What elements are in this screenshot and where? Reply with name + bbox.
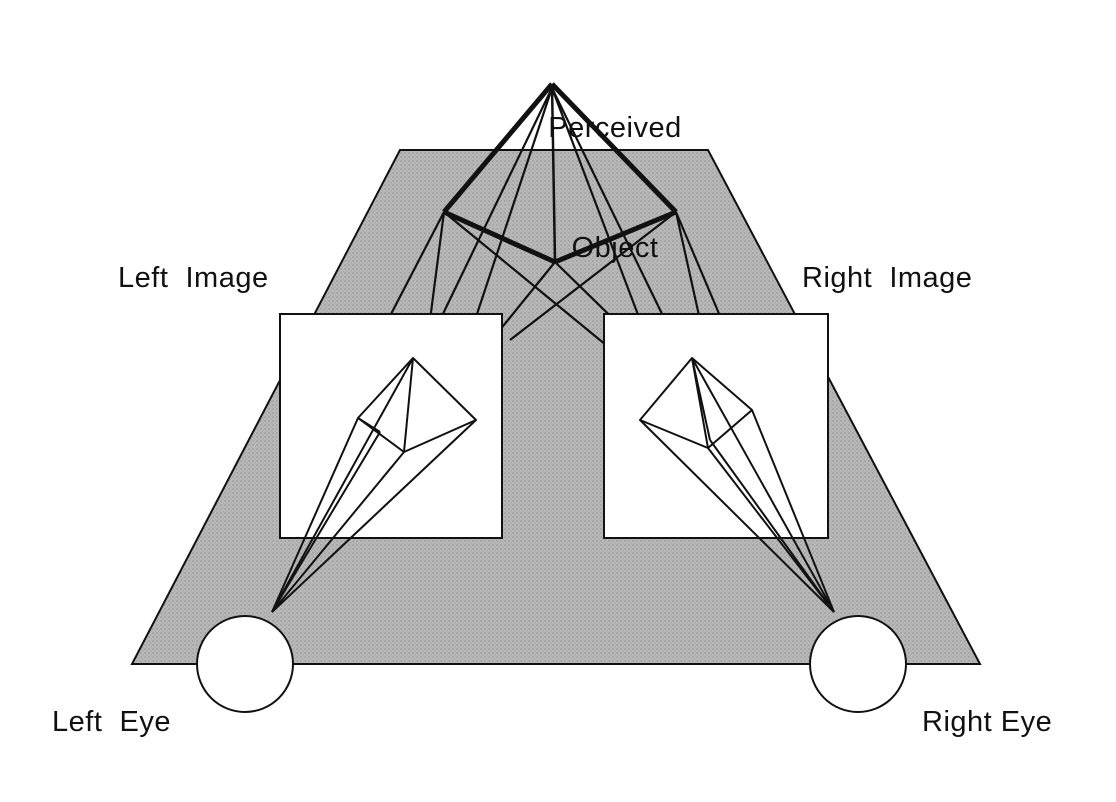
left-eye-label: Left Eye <box>52 706 171 738</box>
right-eye-circle <box>809 615 907 713</box>
left-eye-rays <box>271 357 477 613</box>
left-image-label: Left Image <box>118 262 269 294</box>
right-eye-rays <box>639 357 835 613</box>
left-eye-circle <box>196 615 294 713</box>
right-eye-label: Right Eye <box>922 706 1053 738</box>
perceived-label-line1: Perceived <box>548 112 682 144</box>
perceived-label-line2: Object <box>571 232 659 264</box>
perceived-object-shape <box>442 82 678 265</box>
right-image-label: Right Image <box>802 262 973 294</box>
perceived-object-label: Perceived Object <box>545 28 685 308</box>
right-image-plane <box>603 313 829 539</box>
